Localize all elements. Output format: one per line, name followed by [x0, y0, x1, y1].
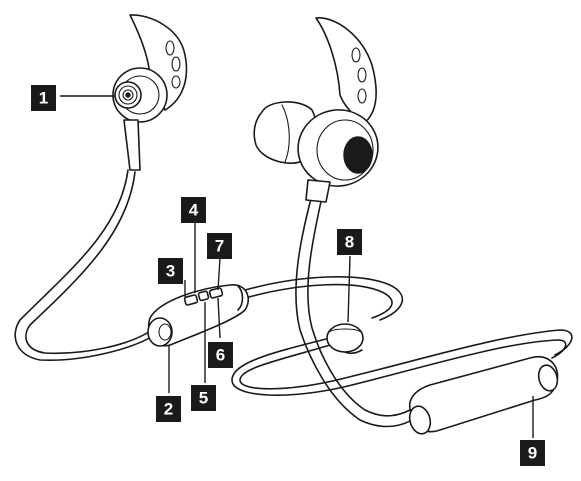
- callout-7: 7: [207, 233, 232, 259]
- callout-4: 4: [181, 197, 206, 223]
- cable-clip: [326, 323, 364, 353]
- left-earbud: [112, 14, 188, 171]
- callout-6-label: 6: [216, 346, 225, 365]
- leader-lines: [60, 95, 534, 438]
- callout-2: 2: [156, 396, 181, 422]
- callout-7-label: 7: [215, 237, 224, 256]
- neckband-cable: [14, 169, 573, 428]
- callout-2-label: 2: [164, 400, 173, 419]
- callout-5-label: 5: [199, 389, 208, 408]
- callout-5: 5: [191, 385, 216, 411]
- callout-4-label: 4: [189, 201, 199, 220]
- callout-8-label: 8: [345, 233, 354, 252]
- callout-3-label: 3: [166, 262, 175, 281]
- callout-1: 1: [31, 85, 56, 111]
- callout-9: 9: [520, 440, 545, 466]
- callout-3: 3: [158, 258, 183, 284]
- battery-module: [408, 355, 559, 435]
- right-earbud: [253, 17, 379, 203]
- callout-6: 6: [208, 342, 233, 368]
- remote-control: [147, 284, 249, 347]
- callout-1-label: 1: [39, 89, 48, 108]
- callout-8: 8: [337, 229, 362, 255]
- callout-9-label: 9: [528, 444, 537, 463]
